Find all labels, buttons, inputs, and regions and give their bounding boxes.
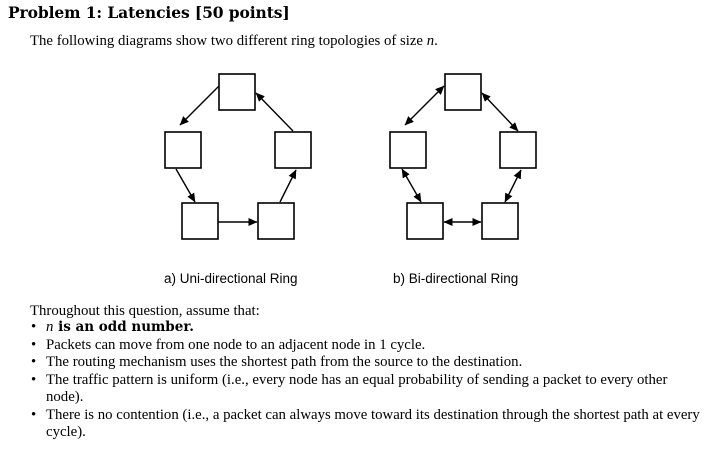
assumption-text: The routing mechanism uses the shortest … xyxy=(46,354,523,370)
assumption-text: Packets can move from one node to an adj… xyxy=(46,336,426,353)
bi-arrow-top-left xyxy=(404,85,445,126)
bi-arrow-right-top xyxy=(481,92,519,132)
intro-variable: n xyxy=(426,33,435,49)
assumption-text: There is no contention (i.e., a packet c… xyxy=(46,406,700,441)
bi-node-bottom-right xyxy=(481,202,519,240)
assumption-text: n is an odd number. xyxy=(46,319,194,335)
uni-node-top xyxy=(218,73,256,111)
ring-diagrams xyxy=(164,73,537,240)
bi-directional-ring xyxy=(389,73,537,240)
uni-node-bottom-right xyxy=(257,202,295,240)
assumption-item: • The routing mechanism uses the shortes… xyxy=(30,354,700,372)
bullet-dot: • xyxy=(31,354,37,370)
assumption-rest: is an odd number. xyxy=(53,319,194,335)
assumption-text: The traffic pattern is uniform (i.e., ev… xyxy=(46,371,668,406)
bullet-dot: • xyxy=(31,371,37,388)
assumptions-intro: Throughout this question, assume that: xyxy=(30,303,260,319)
bullet-dot: • xyxy=(31,406,37,423)
uni-arrow-bottom-to-right xyxy=(279,169,297,203)
uni-arrow-left-to-bottom xyxy=(175,168,196,203)
assumption-item: • The traffic pattern is uniform (i.e., … xyxy=(30,372,700,407)
assumptions-list: • n is an odd number. • Packets can move… xyxy=(30,319,700,442)
bi-node-top xyxy=(444,73,482,111)
uni-node-bottom-left xyxy=(181,202,219,240)
assumption-variable: n xyxy=(46,319,54,335)
uni-arrow-top-to-left xyxy=(179,85,220,126)
bi-arrow-bottom-right xyxy=(504,169,522,203)
uni-arrow-right-to-top xyxy=(255,92,294,132)
bi-arrow-left-bottom xyxy=(401,168,422,203)
caption-uni-directional: a) Uni-directional Ring xyxy=(164,271,298,286)
bullet-dot: • xyxy=(31,336,37,353)
uni-directional-ring xyxy=(164,73,312,240)
uni-node-left xyxy=(164,131,202,169)
bullet-dot: • xyxy=(31,319,37,335)
bi-node-left xyxy=(389,131,427,169)
intro-text: The following diagrams show two differen… xyxy=(30,33,438,50)
problem-title: Problem 1: Latencies [50 points] xyxy=(8,3,290,22)
assumption-item: • n is an odd number. xyxy=(30,319,700,337)
bi-node-bottom-left xyxy=(406,202,444,240)
intro-sentence: The following diagrams show two differen… xyxy=(30,33,423,49)
bi-node-right xyxy=(499,131,537,169)
uni-node-right xyxy=(274,131,312,169)
intro-period: . xyxy=(434,33,438,49)
assumption-item: • There is no contention (i.e., a packet… xyxy=(30,407,700,442)
assumption-item: • Packets can move from one node to an a… xyxy=(30,337,700,355)
caption-bi-directional: b) Bi-directional Ring xyxy=(393,271,519,286)
